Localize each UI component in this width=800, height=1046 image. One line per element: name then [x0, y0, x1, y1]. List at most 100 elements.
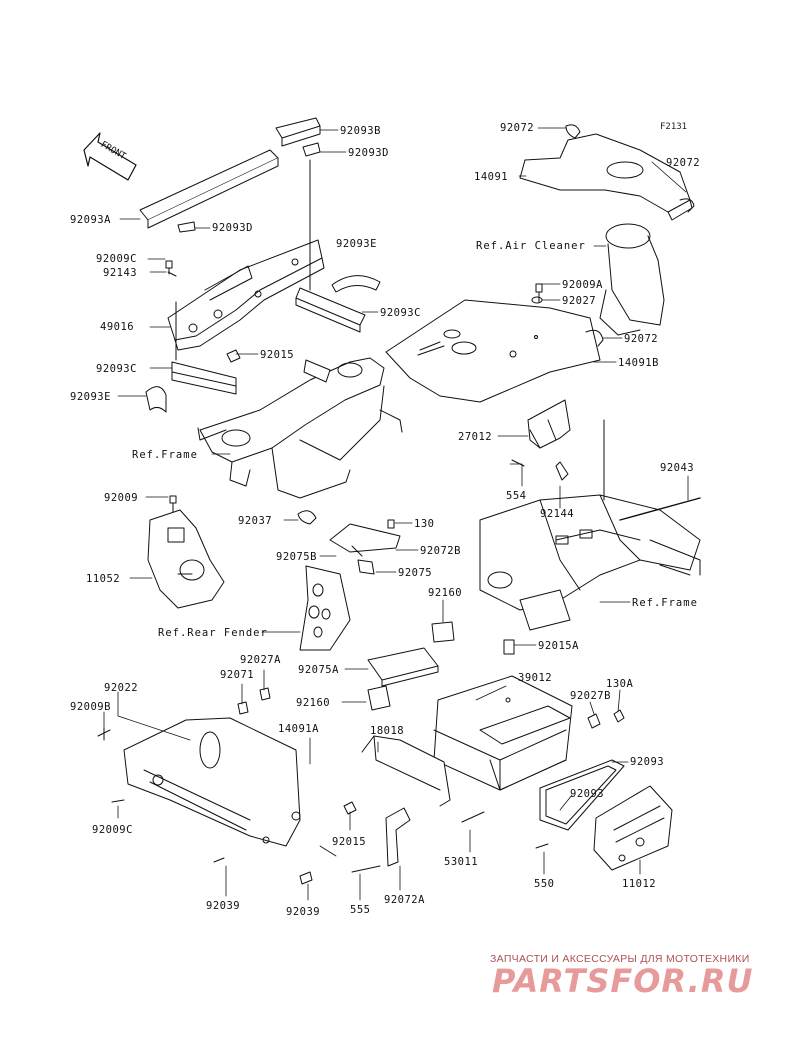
part-label-92015-bottom: 92015 — [332, 836, 367, 848]
bolt-icon — [169, 495, 177, 513]
ref-label-air-cleaner: Ref.Air Cleaner — [476, 240, 586, 252]
part-label-555: 555 — [350, 904, 371, 916]
part-label-92015-top: 92015 — [260, 349, 295, 361]
part-label-92027A: 92027A — [240, 654, 281, 666]
pin-icon — [461, 811, 485, 823]
part-label-14091: 14091 — [474, 171, 509, 183]
part-label-92015A: 92015A — [538, 640, 579, 652]
nut-icon — [343, 801, 357, 815]
part-label-11012: 11012 — [622, 878, 657, 890]
part-label-130: 130 — [414, 518, 435, 530]
part-label-92027: 92027 — [562, 295, 597, 307]
part-label-53011: 53011 — [444, 856, 479, 868]
part-label-92093E-left: 92093E — [70, 391, 111, 403]
part-label-554: 554 — [506, 490, 527, 502]
part-label-11052: 11052 — [86, 573, 121, 585]
seat-pad-bars — [139, 117, 366, 395]
part-label-92072-mid: 92072 — [624, 333, 659, 345]
part-label-92037: 92037 — [238, 515, 273, 527]
nut-icon — [237, 701, 249, 715]
curved-pad-top-icon — [331, 275, 381, 293]
part-label-92043: 92043 — [660, 462, 695, 474]
watermark-logo: PARTSFOR.RU — [492, 962, 754, 1000]
watermark-subtitle: ЗАПЧАСТИ И АКСЕССУАРЫ ДЛЯ МОТОТЕХНИКИ — [490, 953, 750, 965]
washer-icon — [531, 296, 543, 304]
clip-icon — [565, 124, 581, 139]
frame-rear — [479, 494, 701, 631]
part-label-92093-right: 92093 — [630, 756, 665, 768]
rear-fender-ref — [299, 565, 351, 651]
bolt-icon — [97, 727, 111, 741]
bolt-icon — [213, 857, 225, 863]
air-cleaner-duct — [599, 223, 665, 336]
part-label-92072A: 92072A — [384, 894, 425, 906]
pad-icon — [431, 621, 455, 643]
part-label-550: 550 — [534, 878, 555, 890]
nut-icon — [259, 687, 271, 701]
part-label-92009: 92009 — [104, 492, 139, 504]
pad-icon — [367, 685, 391, 711]
part-label-92093C-right: 92093C — [380, 307, 421, 319]
gasket-92093 — [539, 759, 625, 831]
part-label-92093B: 92093B — [340, 125, 381, 137]
pad-92075A-edge — [381, 665, 439, 687]
front-arrow-icon: FRONT — [83, 132, 137, 181]
ref-label-frame-2: Ref.Frame — [632, 597, 698, 609]
part-label-92072-top: 92072 — [500, 122, 535, 134]
part-label-92009A: 92009A — [562, 279, 603, 291]
cover-11012 — [593, 785, 673, 871]
part-label-14091B: 14091B — [618, 357, 659, 369]
figure-code: F2131 — [660, 122, 688, 132]
frame-upper — [197, 357, 403, 499]
part-label-92093-mid: 92093 — [570, 788, 605, 800]
washer-icon — [167, 271, 177, 277]
part-label-39012: 39012 — [518, 672, 553, 684]
panel-14091B — [385, 299, 601, 403]
ref-label-rear-fender: Ref.Rear Fender — [158, 627, 268, 639]
part-label-92160-mid: 92160 — [296, 697, 331, 709]
part-label-49016: 49016 — [100, 321, 135, 333]
part-label-14091A: 14091A — [278, 723, 319, 735]
part-label-92093C-left: 92093C — [96, 363, 137, 375]
heat-shield-14091 — [519, 133, 693, 221]
bracket-27012 — [511, 399, 571, 481]
plate-11052 — [147, 509, 225, 609]
bolt-icon — [299, 871, 313, 885]
bolt-icon — [535, 283, 543, 303]
part-label-92144: 92144 — [540, 508, 575, 520]
bracket-18018 — [361, 735, 451, 807]
part-label-130A: 130A — [606, 678, 634, 690]
clip-icon — [585, 329, 604, 347]
part-label-92072B: 92072B — [420, 545, 461, 557]
seat-bracket-49016 — [167, 239, 325, 351]
part-label-18018: 18018 — [370, 725, 405, 737]
part-label-92075B: 92075B — [276, 551, 317, 563]
battery-case-39012 — [433, 639, 573, 791]
bolt-icon — [111, 799, 125, 803]
part-label-92093A: 92093A — [70, 214, 111, 226]
part-label-92022: 92022 — [104, 682, 139, 694]
part-label-92039-left: 92039 — [206, 900, 241, 912]
heat-shield-14091A — [123, 717, 301, 847]
ref-label-frame: Ref.Frame — [132, 449, 198, 461]
part-label-92093D-mid: 92093D — [212, 222, 253, 234]
part-label-92009C-top: 92009C — [96, 253, 137, 265]
part-label-92075A: 92075A — [298, 664, 339, 676]
curved-pad-left-icon — [145, 386, 167, 413]
part-label-92071: 92071 — [220, 669, 255, 681]
part-label-92093D-top: 92093D — [348, 147, 389, 159]
gasket-92093-inner — [545, 765, 617, 825]
bolt-icon — [613, 709, 625, 723]
part-label-92039-right: 92039 — [286, 906, 321, 918]
part-label-92009B: 92009B — [70, 701, 111, 713]
pad-92075A — [367, 647, 439, 681]
pin-icon — [535, 843, 549, 849]
stay-92072A — [351, 807, 411, 873]
part-label-92027B: 92027B — [570, 690, 611, 702]
part-label-92075: 92075 — [398, 567, 433, 579]
strap-92072B — [297, 510, 401, 575]
part-label-92072-right: 92072 — [666, 157, 701, 169]
part-label-92160-top: 92160 — [428, 587, 463, 599]
nut-icon — [226, 349, 241, 363]
